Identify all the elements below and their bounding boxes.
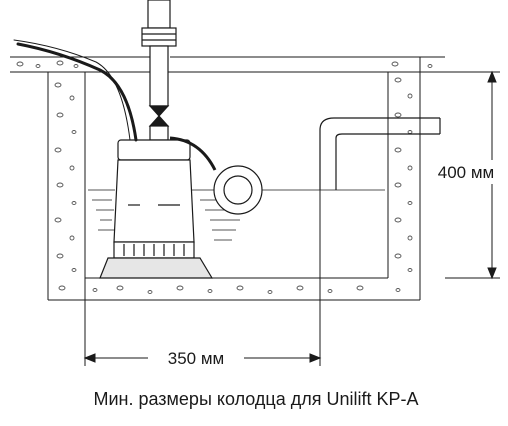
pump: [99, 139, 214, 279]
concrete-aggregate: [16, 60, 433, 294]
height-dimension-label: 400 мм: [438, 163, 494, 182]
width-dimension-label: 350 мм: [168, 349, 224, 368]
ground-walls: [10, 56, 445, 301]
outlet-pipe: [319, 117, 441, 190]
float-switch: [169, 136, 263, 215]
discharge-pipe: [141, 0, 177, 141]
width-label-bg: [148, 346, 244, 370]
power-cable: [13, 39, 138, 142]
height-label-bg: [424, 160, 500, 184]
diagram-caption: Мин. размеры колодца для Unilift KP-A: [93, 389, 418, 409]
